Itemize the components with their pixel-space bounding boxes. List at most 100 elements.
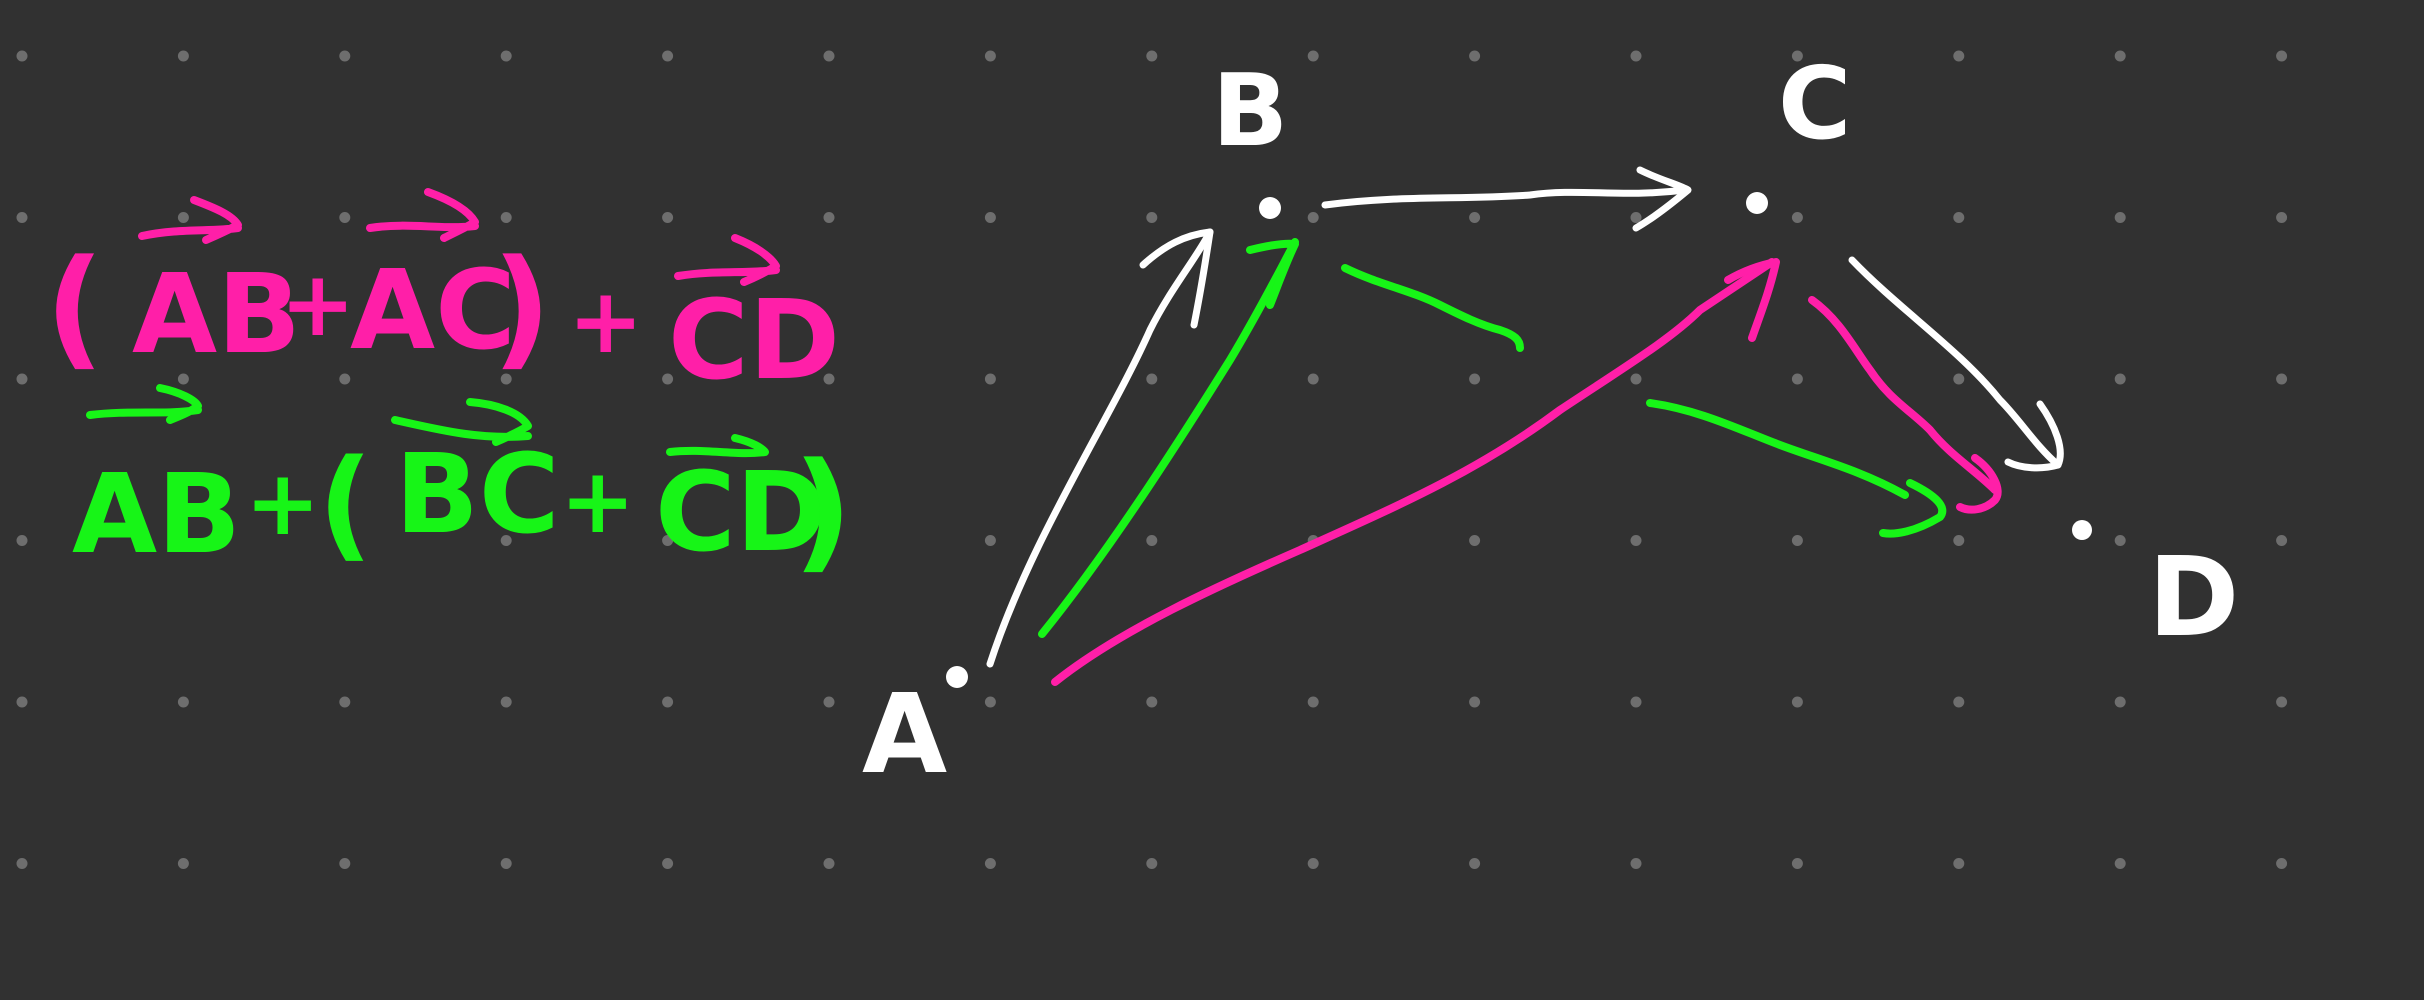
green-close-paren: ): [793, 434, 852, 586]
magenta-arrow-ab: [138, 196, 242, 244]
magenta-plus-1: +: [280, 252, 355, 357]
grid-dot: [1146, 212, 1158, 223]
vector-bc-white-arrowhead: [1632, 166, 1692, 232]
grid-dot: [823, 50, 835, 62]
grid-dot: [823, 696, 835, 708]
grid-dot: [1791, 212, 1803, 223]
grid-dot: [984, 212, 996, 223]
grid-dot: [339, 212, 351, 223]
grid-dot: [823, 858, 835, 869]
grid-dot: [1953, 858, 1965, 869]
green-arrow-bc: [391, 398, 532, 446]
grid-dot: [1791, 373, 1803, 385]
vector-ab-white-arrowhead: [1139, 228, 1214, 329]
grid-dot: [984, 535, 996, 546]
grid-dot: [177, 696, 189, 708]
vector-cd-magenta-arrowhead: [1956, 454, 2002, 514]
vector-cd-magenta: [1808, 296, 2002, 514]
grid-dot: [2114, 50, 2126, 62]
green-plus-2: +: [560, 449, 635, 554]
grid-dot: [2276, 373, 2288, 385]
vector-bc-white: [1321, 166, 1692, 232]
grid-dot: [1630, 50, 1642, 62]
magenta-close-paren: ): [492, 231, 551, 383]
dot-a: [946, 666, 968, 688]
point-c: C: [1746, 45, 1851, 214]
vector-cd-green-arrowhead: [1879, 479, 1947, 538]
grid-dot: [1469, 50, 1481, 62]
vector-ab-green-arrowhead: [1246, 239, 1299, 309]
grid-dot: [500, 373, 512, 385]
magenta-term-cd: CD: [668, 276, 840, 404]
vector-cd-green: [1646, 399, 1947, 538]
grid-dot: [177, 535, 189, 546]
grid-dot: [2276, 696, 2288, 708]
grid-dot: [1307, 50, 1319, 62]
grid-dot: [1307, 212, 1319, 223]
label-d: D: [2148, 533, 2239, 661]
grid-dot: [177, 858, 189, 869]
grid-dot: [1630, 212, 1642, 223]
grid-dot: [500, 535, 512, 546]
point-d: D: [2072, 520, 2239, 661]
grid-dot: [1953, 373, 1965, 385]
grid-dot: [823, 535, 835, 546]
label-b: B: [1212, 52, 1288, 169]
grid-dot: [1146, 858, 1158, 869]
point-b: B: [1212, 52, 1288, 219]
grid-dot: [1307, 373, 1319, 385]
grid-dot: [16, 696, 28, 708]
green-term-cd: CD: [655, 448, 827, 576]
magenta-expression: ( AB + AC ) + CD: [45, 188, 840, 404]
grid-dot: [1146, 535, 1158, 546]
grid-dot: [984, 50, 996, 62]
grid-dot: [16, 535, 28, 546]
grid-dot: [1953, 696, 1965, 708]
grid-dot: [1146, 373, 1158, 385]
magenta-open-paren: (: [45, 231, 104, 383]
grid-dot: [2276, 535, 2288, 546]
grid-dot: [823, 373, 835, 385]
grid-dot: [339, 535, 351, 546]
grid-dot: [1469, 212, 1481, 223]
grid-dot: [177, 373, 189, 385]
grid-dot: [1953, 212, 1965, 223]
grid-dot: [16, 373, 28, 385]
grid-dot: [662, 535, 674, 546]
grid-dot: [823, 212, 835, 223]
grid-dot: [339, 696, 351, 708]
green-open-paren: (: [318, 435, 373, 574]
grid-dot: [1630, 858, 1642, 869]
grid-dot: [1630, 535, 1642, 546]
vector-cd-green-line: [1646, 399, 1909, 499]
grid-dot: [2114, 858, 2126, 869]
green-stroke-bc: [1341, 264, 1524, 352]
grid-dot: [16, 858, 28, 869]
grid-dot: [1953, 50, 1965, 62]
grid-dot: [16, 50, 28, 62]
vector-cd-magenta-line: [1808, 296, 1999, 494]
dot-grid: [16, 50, 2288, 869]
vector-ab-green-line: [1038, 238, 1299, 638]
green-plus-1: +: [245, 451, 320, 556]
grid-dot: [1469, 696, 1481, 708]
dot-b: [1259, 197, 1281, 219]
grid-dot: [1469, 858, 1481, 869]
grid-dot: [1146, 50, 1158, 62]
grid-dot: [2276, 50, 2288, 62]
vector-cd-white-arrowhead: [2004, 400, 2064, 472]
grid-dot: [662, 858, 674, 869]
vector-ac-magenta-arrowhead: [1724, 258, 1780, 342]
grid-dot: [2114, 535, 2126, 546]
grid-dot: [500, 50, 512, 62]
grid-dot: [984, 696, 996, 708]
grid-dot: [1791, 858, 1803, 869]
grid-dot: [1469, 373, 1481, 385]
grid-dot: [1953, 535, 1965, 546]
grid-dot: [1146, 696, 1158, 708]
dot-c: [1746, 192, 1768, 214]
grid-dot: [1630, 696, 1642, 708]
grid-dot: [1469, 535, 1481, 546]
magenta-term-ab: AB: [132, 250, 301, 378]
